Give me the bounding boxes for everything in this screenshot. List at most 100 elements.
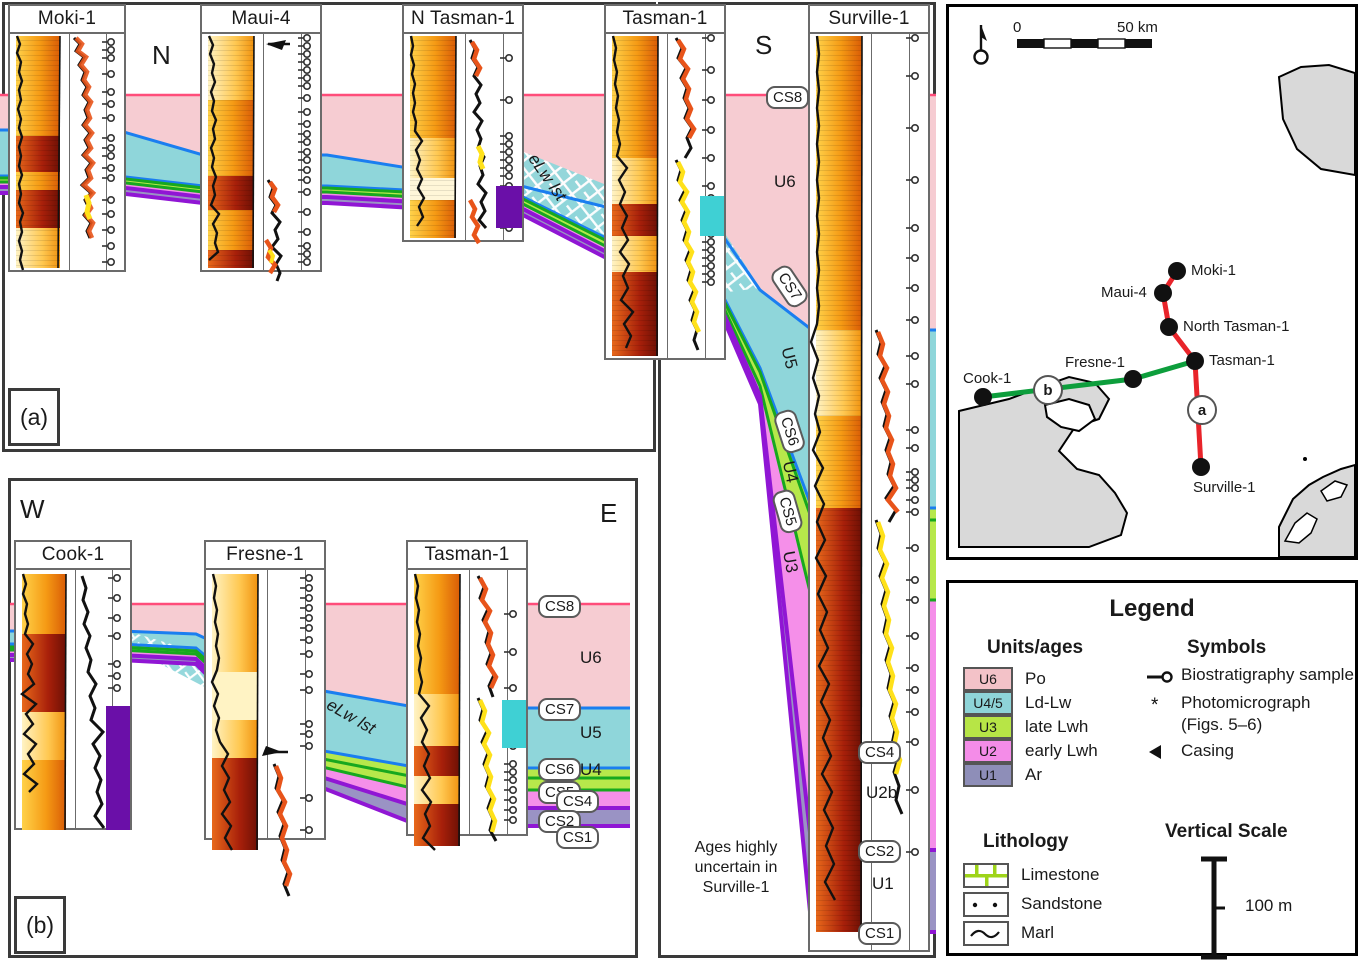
section-marker-b[interactable]: b [1033, 375, 1063, 405]
section-marker-a[interactable]: a [1187, 395, 1217, 425]
well-column-tasman-1-b[interactable]: Tasman-1 [406, 540, 528, 836]
legend-title: Legend [1109, 595, 1195, 622]
map-label-maui-4: Maui-4 [1101, 284, 1147, 301]
landmass-southeast [1278, 463, 1355, 557]
curve-track [871, 34, 909, 950]
well-name-label: Maui-4 [231, 8, 291, 29]
curve-track [69, 34, 105, 270]
biostrat-track [106, 34, 124, 270]
map-label-tasman-1: Tasman-1 [1209, 352, 1275, 369]
legend-label-scale-value: 100 m [1245, 896, 1293, 915]
legend-label-photomicrograph: Photomicrograph [1181, 693, 1311, 712]
map-well-fresne-1 [1124, 370, 1142, 388]
well-column-n-tasman-1[interactable]: N Tasman-1 [402, 4, 524, 242]
gamma-track [404, 34, 465, 240]
unit-label-u5-b: U5 [580, 723, 602, 742]
gamma-track [16, 570, 75, 828]
well-name-label: Surville-1 [828, 8, 910, 29]
well-name-label: Cook-1 [41, 544, 105, 565]
unit-label-u2b-a: U2b [866, 783, 898, 802]
legend-symbols-title: Symbols [1187, 637, 1267, 658]
curve-track [667, 34, 705, 358]
biostrat-track [112, 570, 130, 828]
well-tracks-maui-4 [200, 34, 322, 272]
surface-label-cs7-b: CS7 [538, 698, 582, 721]
well-column-moki-1[interactable]: Moki-1 [8, 4, 126, 272]
scale-bar-icon [1017, 38, 1152, 49]
biostrat-track [305, 570, 324, 838]
map-label-cook-1: Cook-1 [963, 370, 1012, 387]
legend-age-u2: early Lwh [1025, 741, 1098, 760]
svg-text:*: * [1151, 695, 1159, 715]
surface-label-cs8-a: CS8 [766, 86, 810, 109]
well-header-cook-1: Cook-1 [14, 540, 132, 570]
legend-label-biostrat-sample: Biostratigraphy sample [1181, 665, 1354, 684]
casing-icon [1149, 745, 1161, 759]
map-label-moki-1: Moki-1 [1191, 262, 1237, 279]
limestone-pattern-icon [965, 865, 1007, 886]
landmass-north [1277, 63, 1355, 177]
legend-age-u45: Ld-Lw [1025, 693, 1072, 712]
legend-age-u6: Po [1025, 669, 1046, 688]
well-header-maui-4: Maui-4 [200, 4, 322, 34]
well-name-label: Moki-1 [37, 8, 97, 29]
well-header-tasman-1: Tasman-1 [604, 4, 726, 34]
well-header-moki-1: Moki-1 [8, 4, 126, 34]
panel-a-tag: (a) [8, 388, 60, 446]
map-label-north-tasman-1: North Tasman-1 [1183, 318, 1290, 335]
panel-a-label: (a) [19, 403, 49, 430]
unit-label-u4-a: U4 [778, 459, 802, 485]
legend-label-marl: Marl [1021, 923, 1055, 942]
biostrat-track [507, 570, 526, 834]
well-tracks-surville-1 [808, 34, 930, 952]
unit-label-u4-b: U4 [580, 760, 602, 779]
compass-north-a: N [152, 40, 171, 70]
well-tracks-n-tasman-1 [402, 34, 524, 242]
biostratigraphy-sample-icon [1147, 671, 1173, 683]
surface-label-cs1-a: CS1 [858, 922, 902, 945]
legend-units-title: Units/ages [987, 637, 1084, 658]
location-map[interactable]: 0 50 km Moki-1 Maui-4 North Tasman-1 Tas… [946, 4, 1358, 560]
legend-swatch-u3: U3 [963, 715, 1013, 739]
legend-panel: Legend Units/ages U6 Po U4/5 Ld-Lw U3 la… [946, 580, 1358, 960]
vertical-scale-bar [1201, 856, 1227, 960]
well-column-fresne-1[interactable]: Fresne-1 [204, 540, 326, 840]
well-column-surville-1[interactable]: Surville-1 [808, 4, 930, 952]
curve-track [465, 34, 503, 240]
legend-swatch-u6: U6 [963, 667, 1013, 691]
legend-swatch-limestone [963, 863, 1009, 888]
biostrat-track [909, 34, 928, 950]
unit-label-u1-a: U1 [872, 874, 894, 893]
gamma-track [202, 34, 263, 270]
well-column-maui-4[interactable]: Maui-4 [200, 4, 322, 272]
well-column-cook-1[interactable]: Cook-1 [14, 540, 132, 830]
gamma-track [810, 34, 871, 950]
gamma-track [606, 34, 667, 358]
photomicrograph-icon: * [1151, 695, 1159, 715]
map-well-cook-1 [974, 388, 992, 406]
map-well-north-tasman-1 [1160, 318, 1178, 336]
unit-label-u6-b: U6 [580, 648, 602, 667]
surface-label-cs6-b: CS6 [538, 758, 582, 781]
curve-track [75, 570, 111, 828]
curve-track [263, 34, 301, 270]
well-header-surville-1: Surville-1 [808, 4, 930, 34]
north-arrow-icon [973, 25, 989, 65]
well-name-label: Fresne-1 [226, 544, 304, 565]
legend-swatch-u1: U1 [963, 763, 1013, 787]
compass-south-a: S [755, 30, 773, 60]
legend-label-limestone: Limestone [1021, 865, 1100, 884]
legend-label-sandstone: Sandstone [1021, 894, 1103, 913]
legend-lithology-title: Lithology [983, 831, 1069, 852]
legend-age-u3: late Lwh [1025, 717, 1089, 736]
unit-label-u6-a: U6 [774, 172, 796, 191]
bay [1043, 397, 1097, 433]
panel-b-tag: (b) [14, 896, 66, 954]
legend-age-u1: Ar [1025, 765, 1042, 784]
well-name-label: Tasman-1 [424, 544, 510, 565]
curve-track [469, 570, 507, 834]
well-column-tasman-1-a[interactable]: Tasman-1 [604, 4, 726, 360]
map-svg [958, 25, 1355, 557]
well-name-label: Tasman-1 [622, 8, 708, 29]
map-well-moki-1 [1168, 262, 1186, 280]
